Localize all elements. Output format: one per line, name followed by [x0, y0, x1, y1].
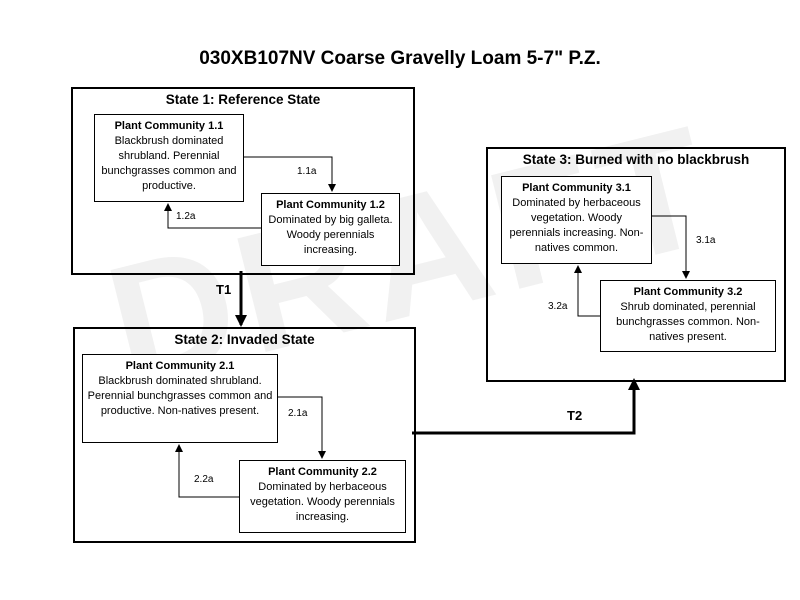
- plant-community-2-2-title: Plant Community 2.2: [268, 466, 377, 478]
- plant-community-3-2-title: Plant Community 3.2: [633, 286, 743, 298]
- pathway-3-1a-arrow: [652, 215, 690, 279]
- plant-community-1-1-title: Plant Community 1.1: [114, 120, 224, 132]
- state-2-title: State 2: Invaded State: [174, 332, 315, 347]
- plant-community-3-1-title: Plant Community 3.1: [522, 182, 631, 194]
- pathway-1-1a-label: 1.1a: [297, 166, 317, 177]
- plant-community-1-2: Plant Community 1.2 Dominated by big gal…: [261, 193, 400, 266]
- pathway-1-1a-arrow: [244, 156, 336, 192]
- transition-t2-label: T2: [567, 408, 583, 423]
- plant-community-2-1: Plant Community 2.1 Blackbrush dominated…: [82, 354, 278, 443]
- plant-community-1-2-text: Dominated by big galleta. Woody perennia…: [268, 214, 393, 256]
- transition-t1-label: T1: [216, 282, 232, 297]
- plant-community-2-2-text: Dominated by herbaceous vegetation. Wood…: [250, 481, 395, 523]
- pathway-1-2a-label: 1.2a: [176, 211, 196, 222]
- pathway-3-1a-label: 3.1a: [696, 235, 716, 246]
- state-2-box: State 2: Invaded State: [73, 327, 416, 543]
- plant-community-3-1-text: Dominated by herbaceous vegetation. Wood…: [509, 197, 644, 254]
- plant-community-1-1-text: Blackbrush dominated shrubland. Perennia…: [101, 135, 237, 192]
- plant-community-2-1-text: Blackbrush dominated shrubland. Perennia…: [87, 375, 273, 417]
- pathway-2-2a-arrow: [175, 444, 239, 498]
- pathway-3-2a-label: 3.2a: [548, 301, 568, 312]
- pathway-1-2a-arrow: [164, 203, 261, 229]
- plant-community-3-2-text: Shrub dominated, perennial bunchgrasses …: [616, 301, 760, 343]
- pathway-2-1a-label: 2.1a: [288, 408, 308, 419]
- state-3-title: State 3: Burned with no blackbrush: [522, 152, 750, 167]
- pathway-2-1a-arrow: [278, 396, 326, 459]
- plant-community-1-2-title: Plant Community 1.2: [276, 199, 385, 211]
- plant-community-3-1: Plant Community 3.1 Dominated by herbace…: [501, 176, 652, 264]
- pathway-3-2a-arrow: [574, 265, 600, 317]
- plant-community-2-1-title: Plant Community 2.1: [125, 360, 235, 372]
- transition-t2-arrow: [412, 378, 640, 435]
- pathway-2-2a-label: 2.2a: [194, 474, 214, 485]
- state-1-title: State 1: Reference State: [165, 92, 321, 107]
- plant-community-1-1: Plant Community 1.1 Blackbrush dominated…: [94, 114, 244, 202]
- plant-community-2-2: Plant Community 2.2 Dominated by herbace…: [239, 460, 406, 533]
- diagram-title: 030XB107NV Coarse Gravelly Loam 5-7" P.Z…: [199, 48, 601, 69]
- plant-community-3-2: Plant Community 3.2 Shrub dominated, per…: [600, 280, 776, 352]
- state-1-box: State 1: Reference State: [71, 87, 415, 275]
